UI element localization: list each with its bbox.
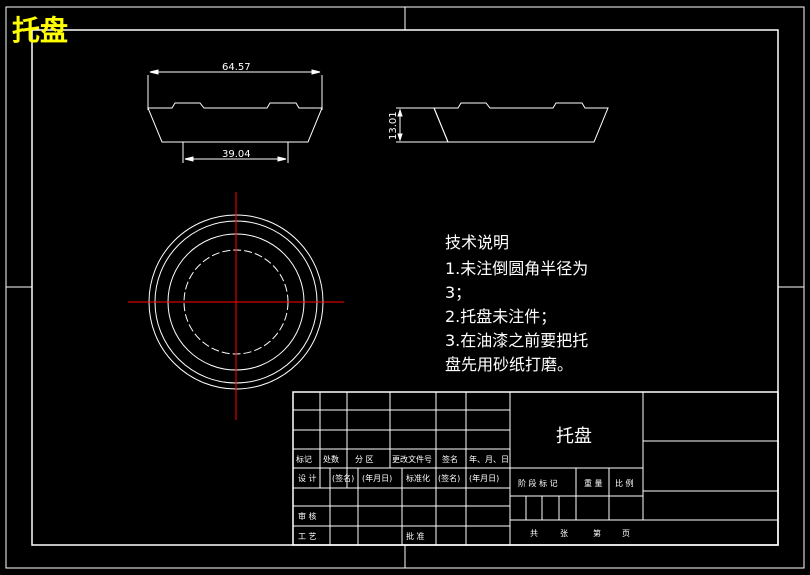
front-view [147, 69, 323, 163]
technical-notes: 技术说明 1.未注倒圆角半径为 3； 2.托盘未注件； 3.在油漆之前要把托 盘… [445, 233, 588, 374]
sheet-label: 页 [622, 529, 630, 538]
header-cell: 更改文件号 [392, 454, 432, 464]
design-cell: 设 计 [298, 473, 317, 483]
drawing-title: 托盘 [12, 14, 68, 47]
header-cell: 处数 [323, 454, 339, 464]
title-block-labels: 标记 处数 分 区 更改文件号 签名 年、月、日 设 计 (签名) (年月日) … [296, 454, 634, 541]
process-label: 工 艺 [298, 532, 317, 541]
design-cell: (年月日) [362, 473, 392, 483]
review-label: 审 核 [298, 511, 317, 521]
center-lines [128, 192, 344, 420]
dimension-bottom-width: 39.04 [222, 149, 251, 160]
design-cell: (年月日) [469, 473, 499, 483]
weight-label: 重 量 [584, 478, 603, 488]
sheet-label: 张 [560, 529, 568, 538]
notes-heading: 技术说明 [445, 233, 509, 252]
design-cell: (签名) [332, 473, 354, 483]
dimension-height: 13.01 [388, 111, 399, 140]
note-line: 3.在油漆之前要把托 [445, 331, 588, 350]
header-cell: 签名 [442, 454, 458, 464]
outer-border [5, 6, 805, 569]
scale-label: 比 例 [615, 478, 634, 488]
note-line: 1.未注倒圆角半径为 [445, 259, 588, 278]
side-view [396, 102, 609, 143]
centering-marks [6, 7, 804, 568]
note-line: 2.托盘未注件； [445, 307, 556, 326]
sheet-label: 第 [593, 528, 601, 538]
note-line: 盘先用砂纸打磨。 [445, 355, 573, 374]
header-cell: 标记 [296, 454, 312, 464]
header-cell: 分 区 [355, 455, 374, 464]
header-cell: 年、月、日 [469, 454, 509, 464]
approve-label: 批 准 [406, 531, 425, 541]
note-line: 3； [445, 283, 471, 302]
design-cell: (签名) [438, 473, 460, 483]
part-name: 托盘 [556, 426, 592, 447]
design-cell: 标准化 [406, 473, 430, 483]
sheet-label: 共 [530, 529, 538, 538]
dimension-top-width: 64.57 [222, 62, 251, 73]
title-block [292, 391, 779, 546]
stage-label: 阶 段 标 记 [518, 478, 558, 488]
